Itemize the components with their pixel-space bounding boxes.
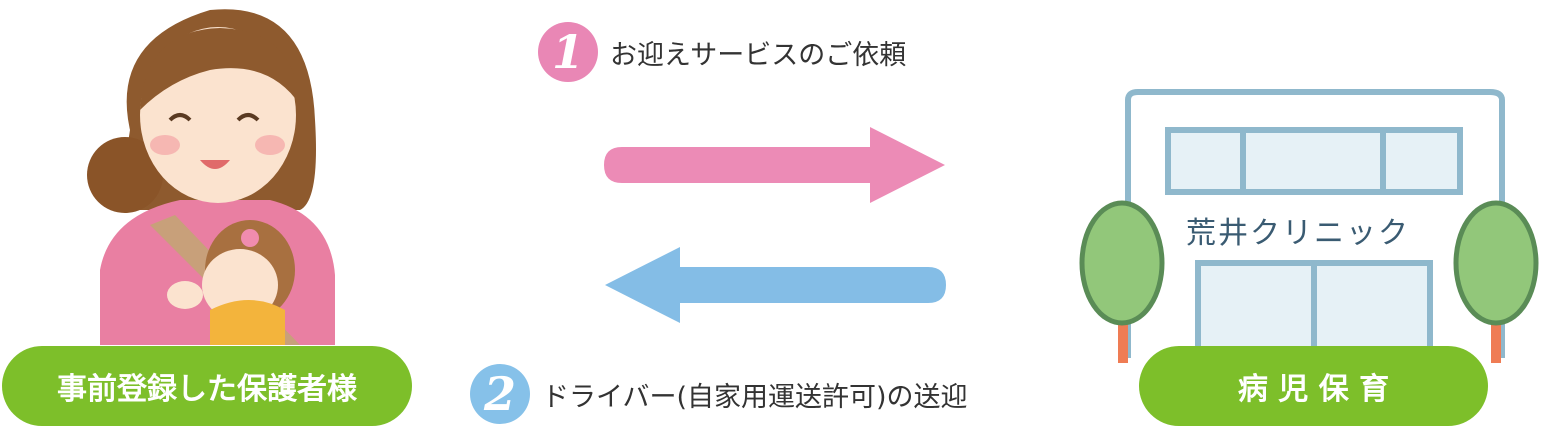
arrow-right-icon — [604, 127, 945, 203]
step-2-text: ドライバー(自家用運送許可)の送迎 — [542, 381, 968, 413]
parent-label-pill: 事前登録した保護者様 — [2, 346, 412, 426]
mother-and-baby-illustration — [87, 9, 335, 345]
arrow-left-icon — [605, 247, 946, 323]
sick-child-care-label: 病 児 保 育 — [1237, 372, 1390, 407]
step-1-text: お迎えサービスのご依頼 — [610, 39, 907, 71]
sick-child-care-pill: 病 児 保 育 — [1139, 346, 1488, 426]
step-2-caption: 2 ドライバー(自家用運送許可)の送迎 — [470, 364, 968, 424]
clinic-name: 荒井クリニック — [1186, 216, 1410, 251]
step-2-badge: 2 — [470, 364, 530, 424]
step-1-badge: 1 — [538, 22, 598, 82]
parent-label: 事前登録した保護者様 — [57, 372, 357, 407]
step-1-caption: 1 お迎えサービスのご依頼 — [538, 22, 906, 82]
